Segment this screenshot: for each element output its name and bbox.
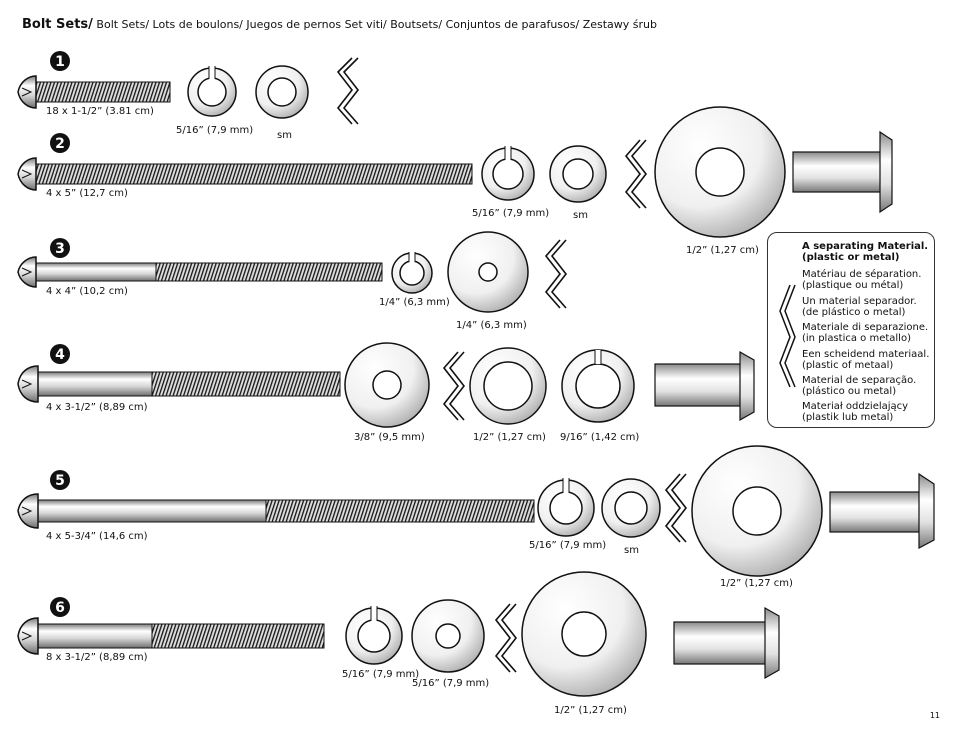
washer-size-label: 1/2” (1,27 cm) — [686, 245, 759, 256]
set-number-badge: 1 — [50, 51, 70, 71]
set-number-badge: 4 — [50, 344, 70, 364]
bolt — [17, 365, 341, 403]
bolt — [17, 256, 383, 288]
flat-washer — [344, 342, 430, 428]
bolt — [17, 75, 171, 109]
washer-size-label: 1/4” (6,3 mm) — [456, 320, 527, 331]
washer-size-label: 5/16” (7,9 mm) — [412, 678, 490, 689]
bolt-size-label: 4 x 3-1/2” (8,89 cm) — [46, 402, 148, 413]
separator-translation: Material de separação. (plástico ou meta… — [802, 375, 917, 397]
separator-translation: Materiale di separazione. (in plastica o… — [802, 322, 929, 344]
set-1: 1 — [17, 51, 360, 125]
lock-washer — [187, 66, 237, 117]
washer-size-label: sm — [277, 130, 292, 141]
lock-washer — [481, 146, 535, 201]
washer-size-label: 1/2” (1,27 cm) — [554, 705, 627, 716]
svg-text:3: 3 — [55, 241, 65, 257]
separator-title: A separating Material. (plastic or metal… — [802, 241, 929, 263]
washer-size-label: 5/16” (7,9 mm) — [472, 208, 550, 219]
separator-symbol — [664, 473, 688, 543]
set-number-badge: 6 — [50, 597, 70, 617]
svg-text:4: 4 — [55, 347, 65, 363]
bolt-size-label: 4 x 5” (12,7 cm) — [46, 188, 128, 199]
washer-size-label: sm — [624, 545, 639, 556]
flat-washer — [469, 347, 547, 425]
svg-text:5: 5 — [55, 473, 65, 489]
separator-symbol — [336, 57, 360, 125]
bolt — [17, 617, 325, 655]
page-title-bold: Bolt Sets/ — [22, 17, 93, 32]
bolt-size-label: 4 x 5-3/4” (14,6 cm) — [46, 531, 148, 542]
bolt — [17, 157, 473, 191]
large-washer — [654, 106, 786, 238]
page-number: 11 — [929, 711, 940, 720]
spacer-sleeve — [792, 130, 893, 214]
set-4: 4 — [17, 342, 755, 428]
svg-text:2: 2 — [55, 136, 65, 152]
washer-size-label: 5/16” (7,9 mm) — [529, 540, 607, 551]
separator-translation: Materiał oddzielający (plastik lub metal… — [802, 401, 909, 423]
separator-translation: Un material separador. (de plástico o me… — [802, 296, 917, 318]
separator-translation: Matériau de séparation. (plastique ou mé… — [802, 269, 922, 291]
separator-translation: Een scheidend materiaal. (plastic of met… — [802, 349, 930, 371]
bolt-size-label: 18 x 1-1/2” (3.81 cm) — [46, 106, 154, 117]
set-2: 2 — [17, 106, 893, 238]
washer-size-label: 3/8” (9,5 mm) — [354, 432, 425, 443]
flat-washer — [447, 231, 529, 313]
separator-symbol — [494, 603, 518, 673]
separator-symbol — [624, 139, 648, 209]
set-number-badge: 2 — [50, 133, 70, 153]
separator-symbol — [442, 351, 466, 421]
bolt-size-label: 8 x 3-1/2” (8,89 cm) — [46, 652, 148, 663]
large-washer — [691, 445, 823, 577]
spacer-sleeve — [673, 606, 780, 680]
set-5: 5 — [17, 445, 935, 577]
lock-washer — [537, 478, 595, 537]
separator-legend: A separating Material. (plastic or metal… — [767, 232, 935, 428]
bolt — [17, 493, 535, 529]
lock-washer — [561, 349, 635, 423]
washer-size-label: 5/16” (7,9 mm) — [342, 669, 420, 680]
svg-text:6: 6 — [55, 600, 65, 616]
set-number-badge: 3 — [50, 238, 70, 258]
set-number-badge: 5 — [50, 470, 70, 490]
flat-washer — [255, 65, 309, 119]
separator-symbol — [544, 239, 568, 309]
washer-size-label: sm — [573, 210, 588, 221]
washer-size-label: 1/2” (1,27 cm) — [720, 578, 793, 589]
separator-symbol — [779, 284, 796, 388]
washer-size-label: 1/4” (6,3 mm) — [379, 297, 450, 308]
spacer-sleeve — [654, 350, 755, 422]
flat-washer — [411, 599, 485, 673]
lock-washer — [345, 606, 403, 665]
set-3: 3 — [17, 231, 568, 313]
washer-size-label: 9/16” (1,42 cm) — [560, 432, 640, 443]
set-6: 6 — [17, 571, 780, 697]
large-washer — [521, 571, 647, 697]
bolt-size-label: 4 x 4” (10,2 cm) — [46, 286, 128, 297]
washer-size-label: 1/2” (1,27 cm) — [473, 432, 546, 443]
flat-washer — [549, 145, 607, 203]
svg-text:1: 1 — [55, 54, 65, 70]
page-title: Bolt Sets/ Bolt Sets/ Lots de boulons/ J… — [22, 17, 657, 32]
page-title-translations: Bolt Sets/ Lots de boulons/ Juegos de pe… — [92, 18, 657, 31]
spacer-sleeve — [829, 472, 935, 549]
flat-washer — [601, 478, 661, 538]
lock-washer — [391, 252, 433, 294]
washer-size-label: 5/16” (7,9 mm) — [176, 125, 254, 136]
